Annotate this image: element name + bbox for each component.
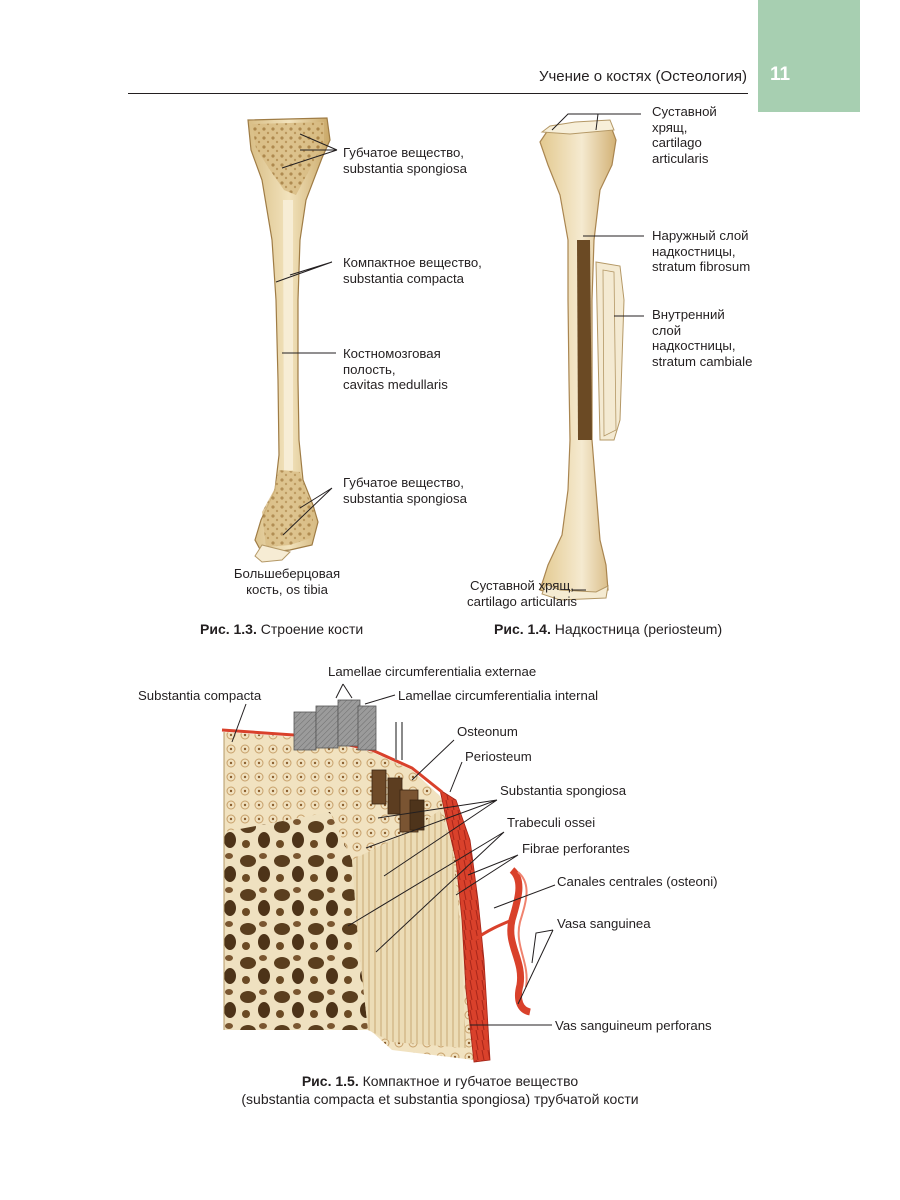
page-tab	[758, 0, 860, 112]
label-vasa-sanguinea: Vasa sanguinea	[557, 916, 651, 931]
label-cartilage-lower: Суставной хрящ, cartilago articularis	[467, 578, 577, 609]
label-substantia-spongiosa: Substantia spongiosa	[500, 783, 627, 798]
label-spongiosa-lower: Губчатое вещество, substantia spongiosa	[343, 475, 467, 506]
periosteum-illustration	[539, 119, 625, 601]
leader-lines	[231, 113, 644, 1026]
caption-fig-1-5-line1: Рис. 1.5. Компактное и губчатое вещество	[301, 1073, 579, 1089]
label-vas-perforans: Vas sanguineum perforans	[555, 1018, 712, 1033]
caption-fig-1-5: Рис. 1.5. Компактное и губчатое вещество…	[150, 1072, 730, 1108]
caption-fig-1-3: Рис. 1.3. Строение кости	[200, 621, 364, 637]
caption-fig-1-5-line2: (substantia compacta et substantia spong…	[241, 1091, 639, 1107]
osteon-cylinders	[371, 722, 425, 833]
tibia-section-illustration	[247, 117, 331, 563]
label-stratum-fibrosum: Наружный слой надкостницы, stratum fibro…	[652, 228, 751, 274]
running-title: Учение о костях (Остеология)	[538, 68, 747, 85]
label-cartilage-upper: Суставной хрящ, cartilago articularis	[652, 104, 717, 166]
label-fibrae-perforantes: Fibrae perforantes	[522, 841, 630, 856]
header-rule	[128, 93, 748, 94]
label-substantia-compacta: Substantia compacta	[138, 688, 262, 703]
bone-block-illustration	[221, 699, 532, 1063]
label-compacta: Компактное вещество, substantia compacta	[343, 255, 482, 286]
label-lamellae-externae: Lamellae circumferentialia externae	[328, 664, 537, 679]
label-stratum-cambiale: Внутренний слой надкостницы, stratum cam…	[652, 307, 753, 369]
label-spongiosa-upper: Губчатое вещество, substantia spongiosa	[343, 145, 467, 176]
page-number: 11	[770, 64, 791, 85]
label-osteonum: Osteonum	[457, 724, 518, 739]
label-periosteum: Periosteum	[465, 749, 532, 764]
label-os-tibia: Большеберцовая кость, os tibia	[233, 566, 341, 597]
label-lamellae-internal: Lamellae circumferentialia internal	[398, 688, 599, 703]
label-cavitas-medullaris: Костномозговая полость, cavitas medullar…	[343, 346, 448, 392]
label-canales-centrales: Canales centrales (osteoni)	[557, 874, 718, 889]
caption-fig-1-4: Рис. 1.4. Надкостница (periosteum)	[494, 621, 723, 637]
label-trabeculi-ossei: Trabeculi ossei	[507, 815, 596, 830]
